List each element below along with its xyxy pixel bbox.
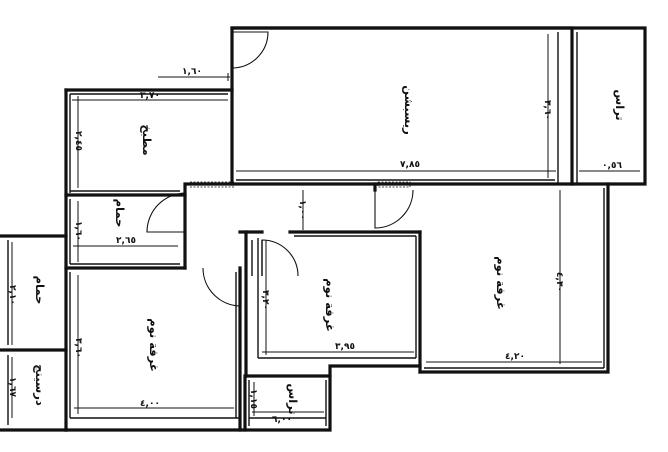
- dim-bedroom-right-width: ٤,٢٠: [505, 352, 525, 362]
- dim-terrace-bottom-depth: ١,١٥: [248, 389, 258, 409]
- room-label-bedroom-right: غرفة نوم: [493, 256, 508, 309]
- dim-entry-small: ١,٦٠: [182, 67, 202, 77]
- room-label-bath-mid: حمام: [113, 199, 127, 228]
- walls: [0, 26, 647, 432]
- dimension-labels: ١,٦٠ ٣,٧٠ ٢,٤٥ ٧,٨٥ ٣,٦٠ ٠,٥٦ ١,٠٠ ٢,٦٥ …: [7, 67, 622, 425]
- dim-corridor: ١,٠٠: [297, 200, 307, 220]
- room-label-bedroom-left: غرفة نوم: [146, 318, 161, 371]
- dim-bedroom-mid-depth: ٣,٢٠: [260, 290, 270, 310]
- dim-bath-left-depth: ٢,١٠: [7, 285, 17, 305]
- room-labels: ريسبشن تراس مطبخ حمام حمام درسينج غرفة ن…: [33, 85, 627, 414]
- doors: [146, 31, 414, 307]
- dim-reception-width: ٧,٨٥: [400, 160, 420, 170]
- dim-bath-mid-width: ٢,٦٥: [116, 236, 136, 246]
- dim-terrace-bottom-width: ٦,٠٠: [272, 415, 292, 425]
- room-label-bedroom-mid: غرفة نوم: [322, 278, 337, 331]
- room-label-reception: ريسبشن: [402, 85, 416, 134]
- dim-bedroom-mid-width: ٣,٩٥: [335, 342, 355, 352]
- dim-dressing-depth: ١,٦٧: [7, 377, 17, 397]
- dim-bath-mid-depth: ١,٦٠: [73, 221, 83, 241]
- room-label-terrace-bottom: تراس: [286, 383, 300, 414]
- room-label-kitchen: مطبخ: [140, 124, 154, 155]
- dim-reception-depth: ٣,٦٠: [542, 100, 552, 120]
- dim-bedroom-left-depth: ٣,٦٠: [73, 338, 83, 358]
- dim-terrace-top-width: ٠,٥٦: [602, 161, 622, 171]
- dim-kitchen-width: ٣,٧٠: [140, 91, 160, 101]
- dim-bedroom-left-width: ٤,٠٠: [140, 399, 160, 409]
- dimension-lines: [11, 34, 640, 418]
- dim-kitchen-depth: ٢,٤٥: [73, 131, 83, 151]
- room-label-dressing: درسينج: [33, 364, 47, 406]
- room-label-bath-left: حمام: [33, 276, 47, 305]
- openings: [189, 181, 411, 188]
- dim-bedroom-right-depth: ٤,٣٠: [554, 272, 564, 292]
- room-label-terrace-top: تراس: [613, 89, 627, 120]
